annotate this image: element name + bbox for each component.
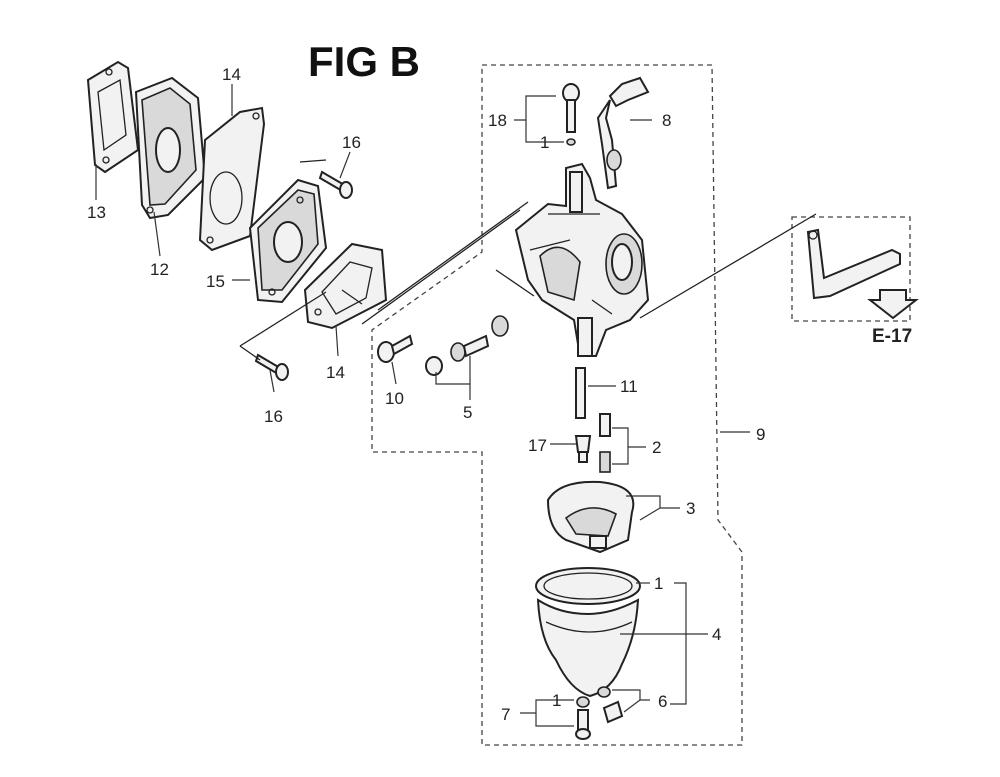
needle-2	[599, 413, 611, 473]
callout-7: 7	[501, 705, 510, 724]
callout-9: 9	[756, 425, 765, 444]
screw-18	[562, 83, 580, 133]
callout-14-lower: 14	[326, 363, 345, 382]
pilot-screw-5	[425, 315, 509, 376]
callout-18: 18	[488, 111, 507, 130]
callout-4: 4	[712, 625, 721, 644]
plate-15	[248, 178, 328, 304]
assembly-boundary	[371, 64, 743, 746]
screw-16-lower	[254, 353, 289, 381]
callouts: 13 12 14 15 14 16 16 18 1 8 10 5 11 9 17…	[87, 65, 765, 724]
callout-1-top: 1	[540, 133, 549, 152]
screw-10	[377, 334, 414, 363]
callout-13: 13	[87, 203, 106, 222]
callout-15: 15	[206, 272, 225, 291]
jet-17	[574, 435, 592, 463]
callout-10: 10	[385, 389, 404, 408]
jet-11	[575, 367, 586, 419]
callout-3: 3	[686, 499, 695, 518]
float-3	[546, 480, 635, 554]
callout-1-bottom: 1	[552, 691, 561, 710]
gasket-13	[86, 60, 140, 174]
choke-lever-8	[596, 76, 650, 190]
callout-12: 12	[150, 260, 169, 279]
leader-lines	[95, 84, 750, 727]
callout-5: 5	[463, 403, 472, 422]
callout-1-bowl: 1	[654, 574, 663, 593]
guide-lines	[239, 159, 817, 361]
reference-e17[interactable]: E-17	[872, 326, 912, 347]
drain-screw-6	[597, 686, 624, 724]
carburetor-body	[514, 162, 650, 357]
callout-2: 2	[652, 438, 661, 457]
o-ring-1-top	[566, 138, 576, 146]
callout-14-upper: 14	[222, 65, 241, 84]
float-bowl-4	[535, 567, 641, 698]
callout-16-upper: 16	[342, 133, 361, 152]
fuel-line-box	[791, 216, 911, 322]
callout-17: 17	[528, 436, 547, 455]
callout-11: 11	[620, 377, 638, 396]
callout-6: 6	[658, 692, 667, 711]
figure-title: FIG B	[308, 38, 420, 85]
gasket-14-upper	[198, 106, 266, 252]
screw-16-upper	[318, 170, 353, 199]
callout-16-lower: 16	[264, 407, 283, 426]
insulator-12	[134, 76, 207, 220]
gasket-14-lower	[303, 242, 388, 330]
callout-8: 8	[662, 111, 671, 130]
drain-bolt-7	[575, 696, 591, 740]
fuel-line	[806, 228, 919, 320]
